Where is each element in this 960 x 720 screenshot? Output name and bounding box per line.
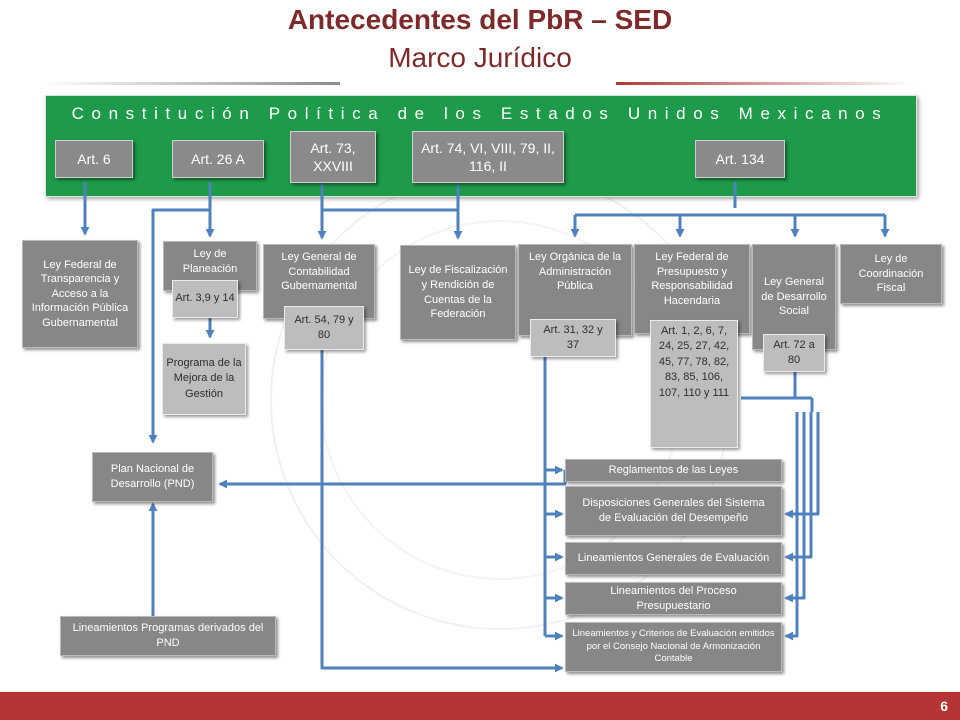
output-disposiciones-sed: Disposiciones Generales del Sistema de E… xyxy=(565,486,782,536)
article-26a: Art. 26 A xyxy=(172,140,264,178)
arrow-art26-to-pnd xyxy=(148,208,210,444)
title-rule-right xyxy=(616,82,916,85)
law-fiscalizacion: Ley de Fiscalización y Rendición de Cuen… xyxy=(400,245,516,340)
law-desarrollo-social: Ley General de Desarrollo Social xyxy=(752,244,836,350)
contabilidad-articles: Art. 54, 79 y 80 xyxy=(284,306,364,350)
footer-bar xyxy=(0,692,960,720)
plan-nacional-desarrollo: Plan Nacional de Desarrollo (PND) xyxy=(92,452,213,502)
article-73: Art. 73, XXVIII xyxy=(290,131,376,183)
programa-mejora-gestion: Programa de la Mejora de la Gestión xyxy=(162,343,246,415)
slide-subtitle: Marco Jurídico xyxy=(388,42,572,73)
slide-title: Antecedentes del PbR – SED xyxy=(287,4,673,35)
arrow-bus-3 xyxy=(784,412,813,562)
arrow-bus-1 xyxy=(784,412,799,641)
arrow-reglamentos-to-pnd xyxy=(218,470,567,489)
planeacion-articles: Art. 3,9 y 14 xyxy=(172,280,238,318)
title-rule-left xyxy=(40,82,340,85)
article-6: Art. 6 xyxy=(55,140,133,178)
organica-articles: Art. 31, 32 y 37 xyxy=(530,319,616,357)
arrow-contabilidad-to-conac xyxy=(320,340,564,673)
output-reglamentos: Reglamentos de las Leyes xyxy=(565,459,782,482)
output-lineamientos-proceso: Lineamientos del Proceso Presupuestario xyxy=(565,582,782,615)
constitution-title: Constitución Política de los Estados Uni… xyxy=(71,104,889,123)
lineamientos-programas-pnd: Lineamientos Programas derivados del PND xyxy=(60,616,276,656)
desarrollo-social-articles: Art. 72 a 80 xyxy=(763,334,825,372)
output-lineamientos-conac: Lineamientos y Criterios de Evaluación e… xyxy=(565,622,782,672)
arrow-bus-2 xyxy=(784,412,806,603)
article-134: Art. 134 xyxy=(695,140,785,178)
output-lineamientos-evaluacion: Lineamientos Generales de Evaluación xyxy=(565,542,782,575)
law-coordinacion-fiscal: Ley de Coordinación Fiscal xyxy=(840,244,942,304)
presupuesto-articles: Art. 1, 2, 6, 7, 24, 25, 27, 42, 45, 77,… xyxy=(650,320,738,448)
article-74: Art. 74, VI, VIII, 79, II, 116, II xyxy=(412,131,564,183)
page-number: 6 xyxy=(940,698,948,714)
arrow-bus-4 xyxy=(784,412,820,519)
law-transparencia: Ley Federal de Transparencia y Acceso a … xyxy=(22,240,138,348)
